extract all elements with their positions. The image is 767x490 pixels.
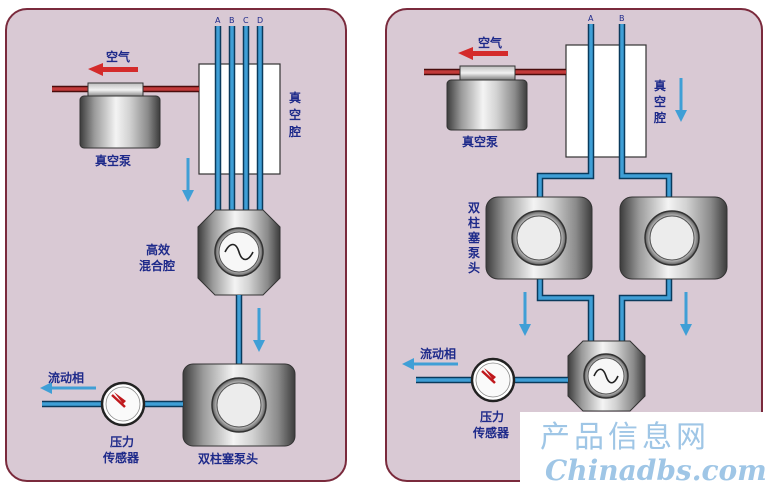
right-pump-head-label-4: 泵 <box>468 246 480 260</box>
left-pressure-label-1: 压力 <box>110 434 134 449</box>
right-mixing-wave-icon <box>593 368 619 384</box>
right-line-label-a: A <box>588 14 594 23</box>
left-flow-arrow-2 <box>253 308 265 352</box>
right-diagram: A B 空气 真空泵 真 空 腔 <box>402 14 728 440</box>
right-flow-arrow-3 <box>680 292 692 336</box>
right-pressure-label-1: 压力 <box>480 409 504 424</box>
right-pump-head-label-2: 柱 <box>468 215 480 230</box>
left-vacuum-chamber-label-1: 真 <box>289 90 301 105</box>
right-pressure-gauge-icon <box>470 357 516 403</box>
right-vacuum-pump <box>446 65 528 131</box>
left-mixing-chamber <box>197 209 281 296</box>
left-pressure-gauge-icon <box>100 381 146 427</box>
left-mobile-phase-label: 流动相 <box>48 370 84 385</box>
left-pipes-abcd <box>214 26 264 210</box>
right-flow-arrow-1 <box>675 78 687 122</box>
right-pump-head-label-5: 头 <box>468 260 480 275</box>
right-vacuum-pump-label: 真空泵 <box>462 134 498 149</box>
right-air-label: 空气 <box>478 35 502 50</box>
left-line-label-d: D <box>257 16 263 25</box>
left-air-arrow <box>88 63 138 76</box>
right-vacuum-chamber <box>565 44 647 158</box>
right-pressure-label-2: 传感器 <box>472 425 510 440</box>
right-pump-head-label-1: 双 <box>468 201 480 215</box>
right-flow-arrow-2 <box>519 292 531 336</box>
left-air-label: 空气 <box>106 49 130 64</box>
left-flow-arrow-1 <box>182 158 194 202</box>
left-vacuum-pump <box>79 82 161 149</box>
left-mixing-label-2: 混合腔 <box>139 258 175 273</box>
left-diagram: A B C D 空气 真空泵 真 空 腔 <box>40 16 305 466</box>
right-vacuum-chamber-label-2: 空 <box>654 94 666 109</box>
left-line-label-a: A <box>215 16 221 25</box>
right-pump-head-a <box>485 196 593 280</box>
watermark: 产品信息网 Chinadbs.com <box>520 412 767 490</box>
left-vacuum-pump-label: 真空泵 <box>95 153 131 168</box>
right-mobile-phase-arrow <box>402 358 458 370</box>
left-vacuum-chamber <box>198 63 281 175</box>
left-vacuum-chamber-label: 真 空 腔 <box>288 90 305 139</box>
watermark-cn: 产品信息网 <box>540 420 710 455</box>
right-pipes-ab <box>536 24 673 342</box>
left-pump-head-label: 双柱塞泵头 <box>198 451 258 466</box>
left-line-label-c: C <box>243 16 249 25</box>
right-pump-head-label: 双 柱 塞 泵 头 <box>468 201 484 275</box>
right-mobile-phase-label: 流动相 <box>420 346 456 361</box>
right-vacuum-chamber-label-3: 腔 <box>653 110 666 125</box>
right-vacuum-chamber-label: 真 空 腔 <box>653 78 670 125</box>
right-vacuum-chamber-label-1: 真 <box>654 78 666 93</box>
left-mixing-label-1: 高效 <box>146 242 171 257</box>
right-mixing-chamber <box>567 340 646 412</box>
right-air-arrow <box>458 47 508 60</box>
right-pump-head-b <box>619 196 728 280</box>
left-vacuum-chamber-label-2: 空 <box>289 107 301 122</box>
left-pump-head <box>182 363 296 447</box>
left-mobile-phase-arrow <box>40 382 96 394</box>
mixing-wave-icon <box>224 243 254 261</box>
left-vacuum-chamber-label-3: 腔 <box>288 124 301 139</box>
left-line-label-b: B <box>229 16 235 25</box>
left-pressure-label-2: 传感器 <box>102 450 140 465</box>
watermark-en: Chinadbs.com <box>545 454 767 487</box>
right-pump-head-label-3: 塞 <box>468 230 481 245</box>
right-line-label-b: B <box>619 14 625 23</box>
